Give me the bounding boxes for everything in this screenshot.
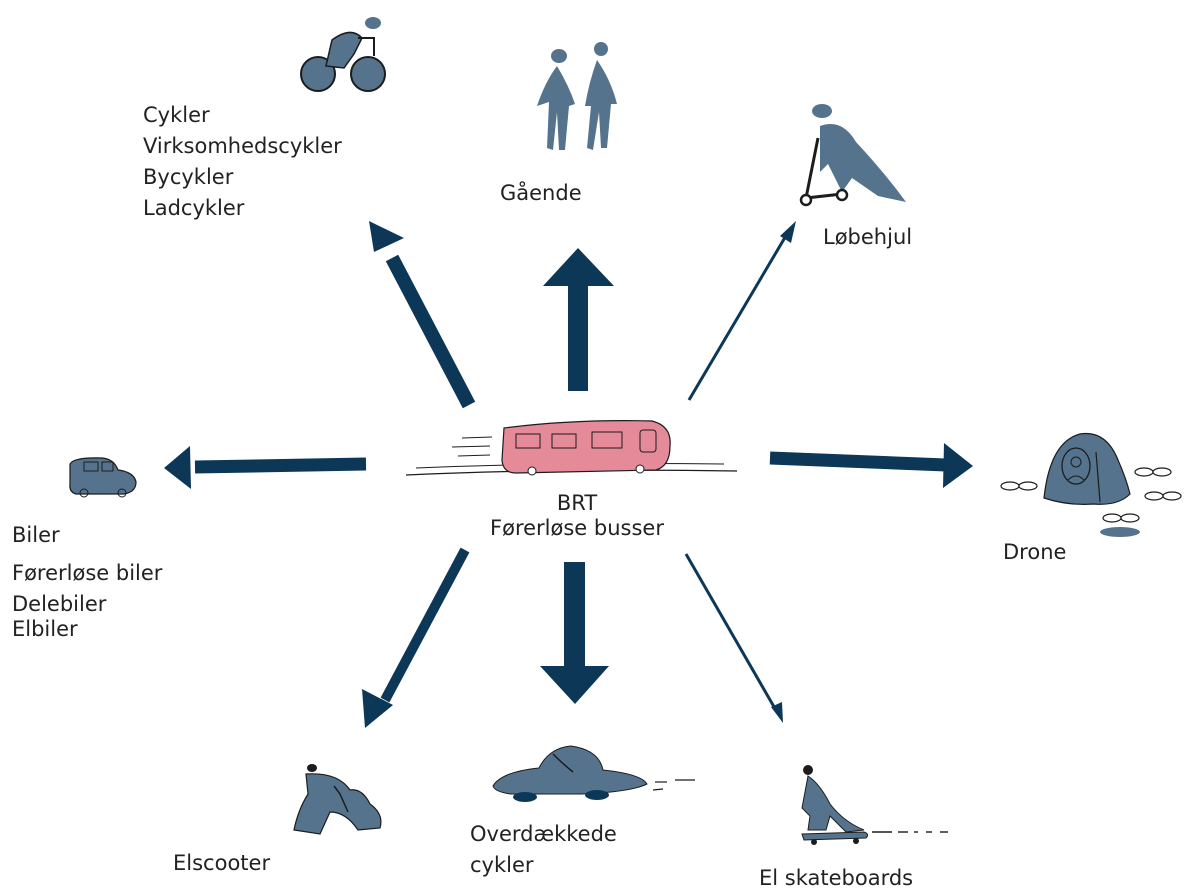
cycles-line-2: Virksomhedscykler: [143, 134, 342, 158]
skateboarder-icon: [800, 764, 952, 846]
walkers-icon: [533, 40, 623, 155]
center-line-1: BRT: [556, 491, 598, 515]
escooter-line-1: Elscooter: [173, 851, 271, 875]
bus-icon: [404, 418, 739, 480]
covered-label: Overdækkede cykler: [470, 819, 617, 881]
cyclist-icon: [296, 16, 388, 92]
escooter-label: Elscooter: [173, 848, 270, 879]
cycles-line-3: Bycykler: [143, 165, 234, 189]
motor-scooter-icon: [290, 764, 386, 835]
cars-label: Biler Førerløse biler Delebiler Elbiler: [12, 520, 162, 645]
arrow-to-drone: [769, 443, 973, 488]
arrow-to-walking: [543, 248, 614, 391]
walking-label: Gående: [500, 178, 582, 209]
drone-label: Drone: [1003, 537, 1066, 568]
walking-line-1: Gående: [500, 181, 582, 205]
arrow-to-skate: [684, 553, 783, 723]
cars-line-1: Biler: [12, 523, 60, 547]
cycles-line-4: Ladcykler: [143, 196, 245, 220]
kickbike-label: Løbehjul: [823, 222, 912, 253]
drone-line-1: Drone: [1003, 540, 1067, 564]
cars-line-4: Elbiler: [12, 617, 78, 641]
skate-label: El skateboards: [759, 863, 913, 894]
arrow-to-covered: [540, 562, 609, 704]
cycles-line-1: Cykler: [143, 103, 210, 127]
cars-line-2: Førerløse biler: [12, 561, 163, 585]
car-icon: [66, 456, 140, 498]
cars-line-3: Delebiler: [12, 592, 107, 616]
drone-icon: [1000, 432, 1190, 540]
skate-line-1: El skateboards: [759, 866, 914, 890]
kickbike-line-1: Løbehjul: [823, 225, 913, 249]
center-line-2: Førerløse busser: [490, 516, 664, 540]
covered-bike-icon: [491, 744, 697, 802]
cycles-label: Cykler Virksomhedscykler Bycykler Ladcyk…: [143, 100, 342, 224]
arrow-to-cars: [164, 446, 367, 489]
covered-line-1: Overdækkede: [470, 822, 617, 846]
covered-line-2: cykler: [470, 853, 534, 877]
arrow-to-cycles: [369, 221, 476, 409]
arrow-to-kickbike: [687, 221, 796, 401]
center-label: BRT Førerløse busser: [482, 488, 672, 544]
kick-scooter-icon: [798, 102, 910, 208]
arrow-to-escooter: [362, 547, 470, 728]
